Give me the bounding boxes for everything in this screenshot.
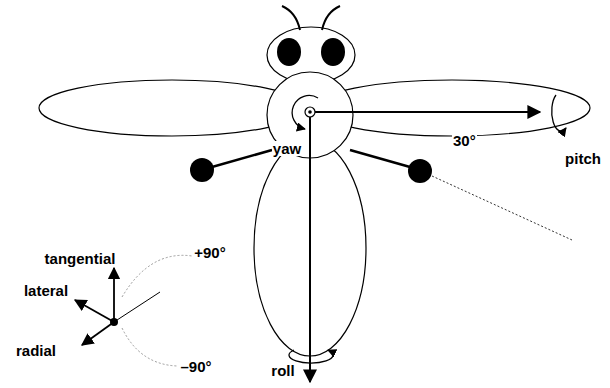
angle-label: +90° — [193, 245, 226, 260]
angle-label: 30° — [452, 133, 477, 148]
right-wing — [314, 80, 590, 136]
axis-label: lateral — [23, 283, 69, 298]
lateral-axis — [75, 300, 114, 322]
haltere-stalk — [212, 150, 272, 167]
haltere-knob — [408, 159, 432, 183]
pitch-arrow — [552, 95, 566, 131]
yaw-label: yaw — [272, 141, 302, 156]
haltere-stalk — [350, 150, 410, 167]
yaw-arrow — [292, 96, 318, 129]
angle-label: –90° — [179, 359, 212, 374]
antenna — [322, 6, 340, 30]
antenna — [282, 6, 300, 30]
axis-label: tangential — [44, 251, 117, 266]
yaw-axis — [305, 107, 315, 117]
tangential-axis — [113, 268, 115, 322]
roll-axis — [309, 112, 311, 382]
eye — [321, 38, 345, 66]
roll-arrow — [289, 350, 333, 363]
roll-label: roll — [270, 363, 295, 378]
haltere-knob — [190, 158, 214, 182]
pitch-axis — [310, 111, 540, 113]
yaw-axis-dot — [308, 110, 312, 114]
axis-label: radial — [15, 343, 57, 358]
haltere-rod — [114, 292, 160, 322]
radial-axis — [82, 322, 114, 345]
arc-plus — [122, 255, 192, 297]
arc-minus — [122, 328, 178, 366]
haltere-plane-line — [432, 176, 572, 240]
left-wing — [39, 80, 305, 136]
haltere-knob — [110, 318, 118, 326]
pitch-label: pitch — [564, 151, 602, 166]
eye — [277, 38, 301, 66]
